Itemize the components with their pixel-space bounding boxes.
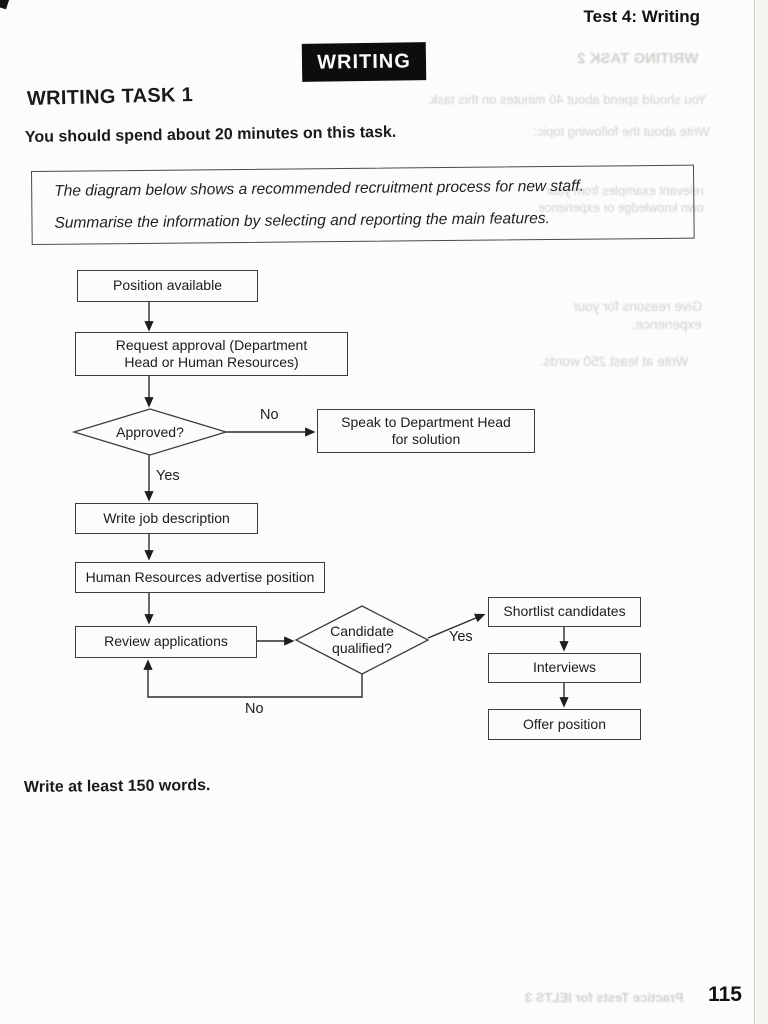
flowchart-node-label: Request approval (Department Head or Hum… <box>115 336 308 370</box>
edge-label-qualified-no: No <box>245 701 264 717</box>
flowchart-decision-approved: Approved? <box>116 423 184 440</box>
task-title: WRITING TASK 1 <box>26 83 194 110</box>
diamond-candidate-qualified-shape <box>294 605 430 675</box>
flowchart-node-label: Speak to Department Head for solution <box>341 413 511 447</box>
prompt-line-2: Summarise the information by selecting a… <box>54 210 550 232</box>
arrow-qualified-yes-to-shortlist <box>427 613 486 639</box>
flowchart-decision-candidate-qualified: Candidate qualified? <box>312 612 412 668</box>
edge-label-qualified-yes: Yes <box>449 629 473 645</box>
flowchart-node-position-available: Position available <box>77 270 258 302</box>
flowchart-node-hr-advertise: Human Resources advertise position <box>75 562 325 593</box>
flowchart-node-request-approval: Request approval (Department Head or Hum… <box>75 332 348 376</box>
flowchart-node-interviews: Interviews <box>488 653 641 683</box>
flowchart-node-shortlist-candidates: Shortlist candidates <box>488 597 641 627</box>
flowchart-node-label: Candidate qualified? <box>330 623 394 656</box>
page-edge-line <box>754 0 755 1024</box>
word-count-instruction: Write at least 150 words. <box>23 777 211 796</box>
prompt-line-1: The diagram below shows a recommended re… <box>54 177 585 200</box>
page-number: 115 <box>708 983 742 1006</box>
page-header: Test 4: Writing <box>583 7 701 26</box>
flowchart-node-review-applications: Review applications <box>75 626 257 658</box>
arrow-qualified-no-loop <box>143 659 363 698</box>
flowchart-node-offer-position: Offer position <box>488 709 641 740</box>
edge-label-approved-yes: Yes <box>156 468 180 484</box>
flowchart-node-speak-dept-head: Speak to Department Head for solution <box>317 409 535 453</box>
section-banner: WRITING <box>301 42 427 82</box>
diamond-approved-shape <box>71 408 229 456</box>
task-prompt-box: The diagram below shows a recommended re… <box>31 164 695 245</box>
edge-label-approved-no: No <box>260 407 279 423</box>
page-edge-strip <box>756 0 768 1024</box>
flowchart-node-write-job-description: Write job description <box>75 503 258 534</box>
